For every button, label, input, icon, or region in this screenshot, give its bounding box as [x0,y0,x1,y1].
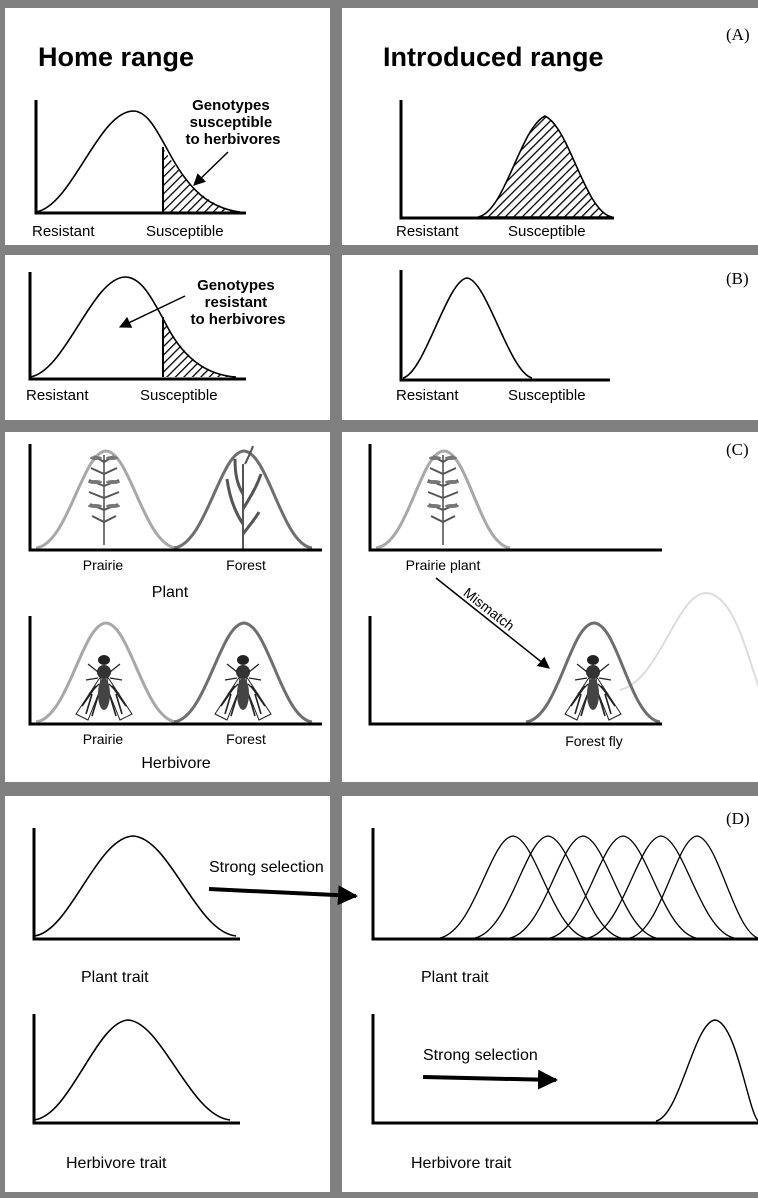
shifting-plant-curves [439,835,758,939]
x-label-resistant: Resistant [396,223,459,240]
plant-caption: Plant [152,584,189,601]
callout-arrow [118,295,186,328]
x-label-susceptible: Susceptible [508,223,586,240]
herbivore-x-label-prairie: Prairie [83,731,124,747]
x-label-resistant: Resistant [32,223,95,240]
prairie-herbivore-curve [35,621,177,724]
mismatch-label: Mismatch [461,584,518,633]
herbivore-trait-caption: Herbivore trait [66,1155,167,1172]
panel-b-introduced: Resistant Susceptible [396,270,610,404]
plant-axes [28,444,322,552]
herbivore-axes [368,616,662,726]
forest-herbivore-curve [173,621,313,724]
strong-selection-label-bottom: Strong selection [423,1047,538,1064]
panel-label-c: (C) [726,440,749,459]
forest-fly-icon [214,654,272,721]
x-label-resistant: Resistant [26,387,89,404]
plant-curve-2 [474,835,622,939]
panel-label-d: (D) [726,809,750,828]
x-label-susceptible: Susceptible [140,387,218,404]
divider-cd [0,782,758,796]
plant-x-label-forest: Forest [226,557,266,573]
herbivore-trait-axes [371,1014,758,1125]
forest-fly-icon [564,654,622,721]
panel-label-b: (B) [726,269,749,288]
herbivore-trait-caption: Herbivore trait [411,1155,512,1172]
distribution-curve-shaded [477,115,613,218]
plant-x-label-prairie: Prairie [83,557,124,573]
susceptible-tail-shading [163,148,240,212]
distribution-curve [29,276,237,378]
panel-a-introduced: Resistant Susceptible [396,100,614,240]
strong-selection-arrow-bottom [422,1069,558,1090]
callout-line-3: to herbivores [185,131,280,148]
prairie-plant-icon [87,454,121,546]
herbivore-x-label-forest: Forest [226,731,266,747]
plant-trait-caption: Plant trait [421,969,489,986]
forest-fly-label: Forest fly [565,733,623,749]
callout-line-1: Genotypes [192,97,270,114]
prairie-fly-icon [75,654,133,721]
panel-c-introduced: Prairie plant Mismatch Forest fly [368,444,758,749]
divider-ab [0,245,758,255]
panel-label-a: (A) [726,25,750,44]
distribution-curve [35,110,241,213]
faint-curve [619,591,758,691]
prairie-plant-label: Prairie plant [406,557,481,573]
callout-text: Genotypes resistant to herbivores [190,277,285,328]
panel-c-home: Prairie Forest Plant Prairie Forest Herb… [28,444,322,772]
prairie-plant-curve [35,449,177,550]
callout-line-2: susceptible [190,114,273,131]
forest-plant-curve [173,449,313,550]
herbivore-trait-curve [33,1019,231,1121]
x-label-susceptible: Susceptible [146,223,224,240]
panel-b-home: Genotypes resistant to herbivores Resist… [26,272,286,404]
axes [399,270,610,382]
axes [28,272,246,381]
distribution-curve [402,277,533,379]
strong-selection-label-top: Strong selection [209,859,324,876]
divider-bottom [0,1192,758,1198]
forest-herbivore-curve [525,621,661,724]
herbivore-trait-curve [655,1019,758,1122]
panel-d-introduced: Plant trait Strong selection Herbivore t… [371,828,758,1172]
callout-line-3: to herbivores [190,311,285,328]
herbivore-trait-axes [32,1014,240,1125]
x-label-susceptible: Susceptible [508,387,586,404]
panel-a-home: Genotypes susceptible to herbivores Resi… [32,97,281,240]
callout-arrow [193,151,229,186]
axes [399,100,614,220]
panel-d-home: Plant trait Herbivore trait [32,828,240,1172]
plant-trait-axes [371,828,758,941]
plant-curve-1 [439,835,587,939]
divider-middle [330,0,342,1198]
callout-line-1: Genotypes [197,277,275,294]
callout-text: Genotypes susceptible to herbivores [185,97,280,148]
plant-trait-axes [32,828,240,941]
divider-left [0,0,5,1198]
strong-selection-arrow-top [208,885,358,906]
home-range-title: Home range [38,42,194,72]
plant-axes [368,444,662,552]
x-label-resistant: Resistant [396,387,459,404]
plant-trait-curve [33,835,237,937]
callout-line-2: resistant [205,294,268,311]
divider-top [0,0,758,8]
plant-curve-3 [509,835,657,939]
plant-trait-caption: Plant trait [81,969,149,986]
mismatch-arrow [435,577,550,669]
plant-curve-5 [587,835,735,939]
introduced-range-title: Introduced range [383,42,604,72]
divider-bc [0,420,758,432]
susceptible-tail-shading [163,318,236,377]
plant-curve-6 [629,835,758,939]
herbivore-caption: Herbivore [141,755,210,772]
plant-curve-4 [549,835,697,939]
prairie-plant-curve [375,449,511,550]
prairie-plant-icon [426,454,460,546]
herbivore-axes [28,616,322,726]
axes [34,100,246,215]
